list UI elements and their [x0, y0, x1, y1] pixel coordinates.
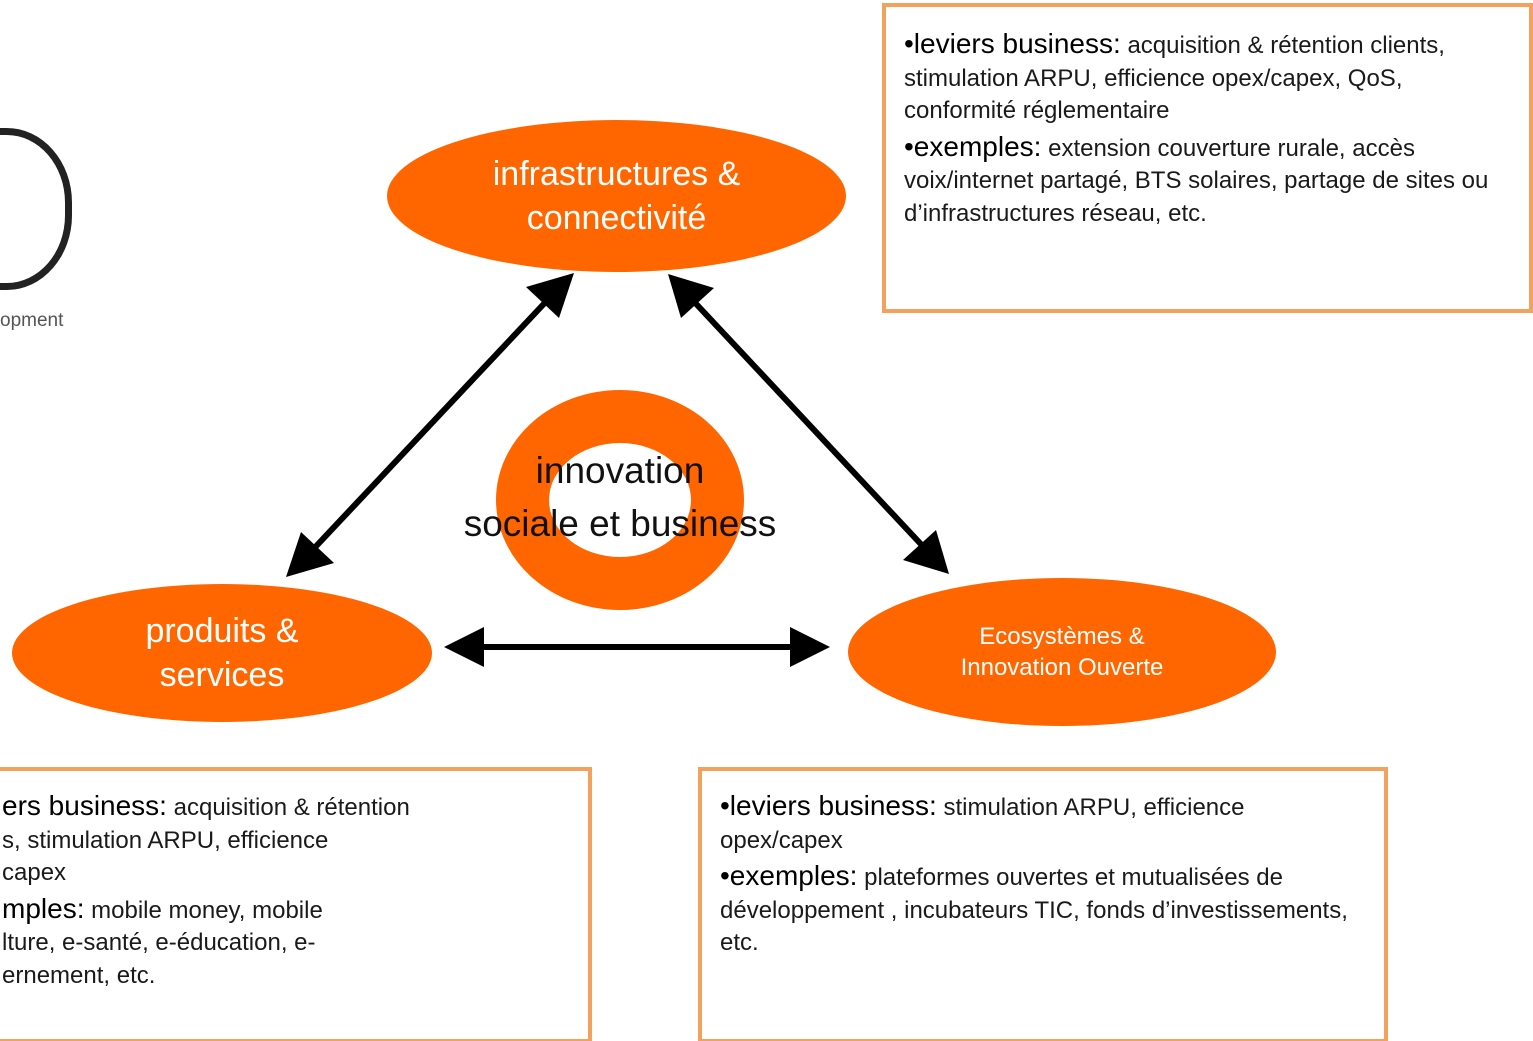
box-prod-leviers-label: ers business:	[2, 790, 167, 821]
arrow-infra-ecosystemes-head-top	[668, 274, 714, 318]
box-eco-leviers-label: •leviers business:	[720, 790, 937, 821]
box-infra-leviers: •leviers business: acquisition & rétenti…	[904, 25, 1513, 128]
box-prod-line1: ers business: acquisition & rétention	[2, 787, 574, 825]
node-produits-services: produits & services	[12, 584, 432, 722]
node-produits-line2: services	[159, 656, 285, 694]
box-prod-line2: s, stimulation ARPU, efficience	[2, 826, 329, 854]
box-eco-exemples-text: plateformes ouvertes et mutualisées de d…	[720, 864, 1348, 957]
arrow-infra-ecosystemes-head-bottom	[903, 530, 949, 574]
node-eco-line2: Innovation Ouverte	[960, 654, 1164, 681]
node-produits-line1: produits &	[145, 611, 299, 650]
center-label: innovation sociale et business	[400, 445, 840, 550]
box-prod-line3: capex	[2, 859, 67, 887]
node-infra-line1: infrastructures &	[492, 154, 741, 193]
box-ecosystemes: •leviers business: stimulation ARPU, eff…	[698, 767, 1388, 1041]
center-line1: innovation	[535, 450, 705, 491]
node-eco-line1: Ecosystèmes &	[979, 622, 1145, 650]
node-infrastructures-connectivite: infrastructures & connectivité	[387, 120, 846, 272]
box-infra-exemples-label: •exemples:	[904, 130, 1042, 162]
box-eco-leviers-text: stimulation ARPU, efficience opex/capex	[720, 794, 1245, 854]
box-prod-line5: lture, e-santé, e-éducation, e-	[2, 929, 316, 957]
box-infra-leviers-label: •leviers business:	[904, 28, 1121, 59]
box-infra-exemples: •exemples: extension couverture rurale, …	[904, 128, 1513, 231]
box-prod-exemples-label: mples:	[2, 892, 85, 924]
box-eco-leviers: •leviers business: stimulation ARPU, eff…	[720, 787, 1370, 857]
arrow-infra-ecosystemes	[682, 289, 935, 559]
box-eco-exemples: •exemples: plateformes ouvertes et mutua…	[720, 857, 1370, 960]
box-infrastructures: •leviers business: acquisition & rétenti…	[882, 3, 1533, 313]
box-prod-exemples-text: mobile money, mobile	[91, 896, 323, 924]
arrow-produits-ecosystemes-head-right	[790, 627, 830, 667]
arrow-infra-produits	[302, 289, 558, 561]
node-infra-line2: connectivité	[526, 199, 707, 237]
box-infra-leviers-text: acquisition & rétention clients, stimula…	[904, 32, 1445, 125]
box-eco-exemples-label: •exemples:	[720, 860, 858, 892]
center-line2: sociale et business	[463, 502, 777, 544]
box-prod-line4: mples: mobile money, mobile	[2, 890, 574, 928]
logo-text-fragment: opment	[0, 310, 64, 331]
box-prod-line6: ernement, etc.	[2, 961, 156, 989]
box-prod-leviers-text: acquisition & rétention	[173, 794, 410, 821]
arrow-infra-produits-head-bottom	[286, 532, 334, 577]
box-produits-services: ers business: acquisition & rétention s,…	[0, 767, 592, 1041]
box-infra-exemples-text: extension couverture rurale, accès voix/…	[904, 134, 1489, 227]
arrow-produits-ecosystemes-head-left	[444, 627, 484, 667]
node-ecosystemes-innovation-ouverte: Ecosystèmes & Innovation Ouverte	[848, 578, 1276, 726]
arrow-infra-produits-head-top	[526, 273, 574, 318]
